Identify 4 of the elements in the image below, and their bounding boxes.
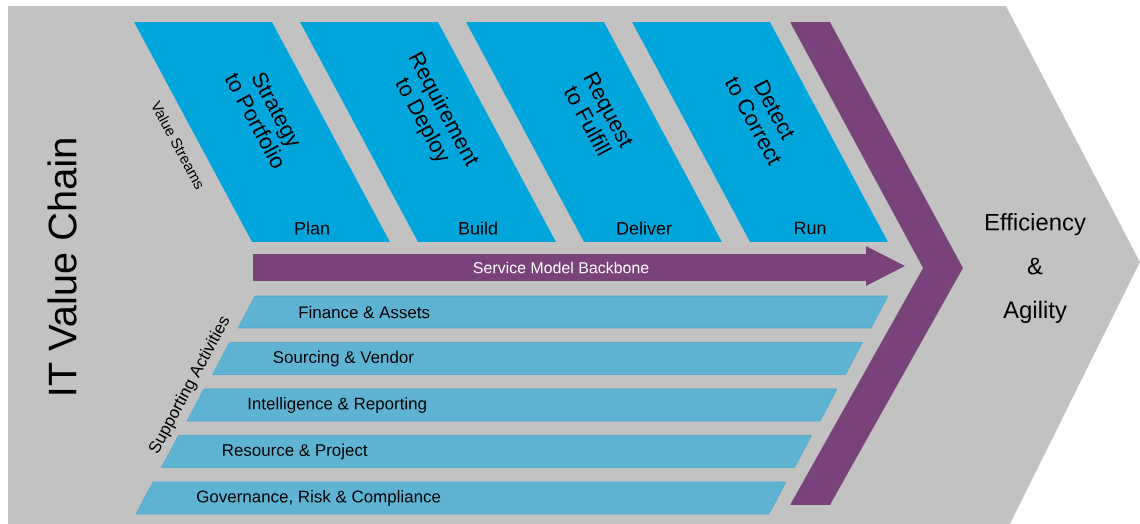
activity-bar: Finance & Assets — [237, 295, 889, 329]
backbone-banner: Service Model Backbone — [253, 246, 905, 286]
activity-bar: Governance, Risk & Compliance — [135, 481, 787, 515]
node-label: Run — [795, 221, 826, 235]
